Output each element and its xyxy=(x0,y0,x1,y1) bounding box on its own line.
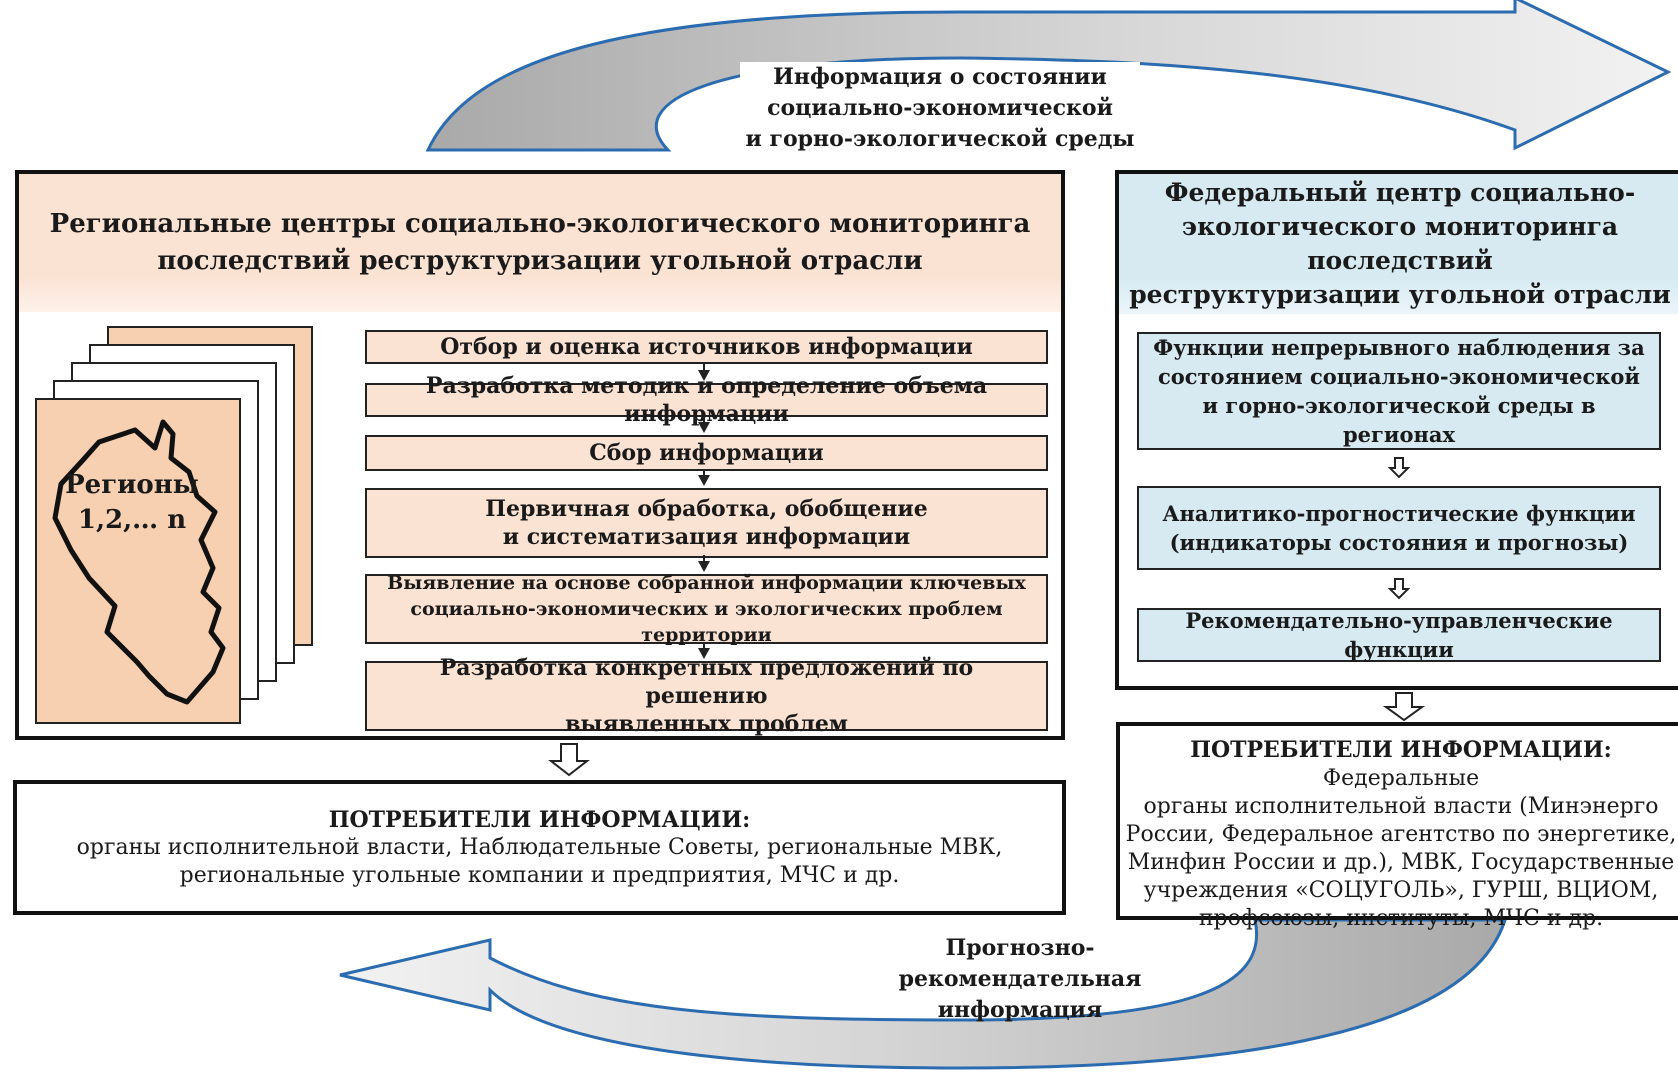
step-arrow-3 xyxy=(698,469,710,486)
regional-centers-title: Региональные центры социально-экологичес… xyxy=(50,206,1031,280)
step-4-text: Первичная обработка, обобщение и система… xyxy=(485,495,927,551)
federal-consumers-line-2: России, Федеральное агентство по энергет… xyxy=(1125,822,1677,847)
region-page-front: Регионы 1,2,… n xyxy=(35,398,241,724)
region-map-outline-icon xyxy=(52,419,226,705)
step-collection: Сбор информации xyxy=(365,435,1048,471)
federal-to-consumers-arrow xyxy=(1383,692,1425,722)
step-problem-identification: Выявление на основе собранной информации… xyxy=(365,572,1048,646)
federal-arrow-1 xyxy=(1388,457,1410,479)
federal-function-1-line-2: состоянием социально-экономической xyxy=(1157,364,1641,389)
top-arrow-label-line-3: и горно-экологической среды xyxy=(745,126,1135,152)
federal-title-line-1: Федеральный центр социально- xyxy=(1164,178,1636,207)
federal-function-2-line-2: (индикаторы состояния и прогнозы) xyxy=(1169,530,1629,555)
top-arrow-label-line-2: социально-экономической xyxy=(767,95,1113,121)
step-4-line-1: Первичная обработка, обобщение xyxy=(485,496,928,522)
bottom-arrow-label-line-2: информация xyxy=(937,997,1103,1023)
step-proposals: Разработка конкретных предложений по реш… xyxy=(365,655,1048,737)
federal-title-line-2: экологического мониторинга последствий xyxy=(1181,212,1619,275)
step-5-line-2: социально-экономических и экологических … xyxy=(410,598,1003,646)
bottom-arrow-label-line-1: Прогнозно-рекомендательная xyxy=(898,935,1142,992)
regional-title-line-1: Региональные центры социально-экологичес… xyxy=(49,209,1031,239)
top-arrow-label: Информация о состоянии социально-экономи… xyxy=(740,62,1140,155)
federal-title-line-3: реструктуризации угольной отрасли xyxy=(1129,280,1671,309)
federal-function-1-line-1: Функции непрерывного наблюдения за xyxy=(1153,335,1645,360)
federal-consumers-first-line: ПОТРЕБИТЕЛИ ИНФОРМАЦИИ: Федеральные xyxy=(1120,736,1678,793)
federal-consumers-title: ПОТРЕБИТЕЛИ ИНФОРМАЦИИ: xyxy=(1190,737,1612,763)
federal-center-block: Федеральный центр социально- экологическ… xyxy=(1115,170,1678,690)
top-arrow-label-line-1: Информация о состоянии xyxy=(773,64,1107,90)
federal-consumers-line-1: органы исполнительной власти (Минэнерго xyxy=(1143,794,1659,819)
step-arrow-1 xyxy=(698,364,710,381)
step-6-line-1: Разработка конкретных предложений по реш… xyxy=(439,655,974,709)
regions-label-line-1: Регионы xyxy=(65,470,199,500)
regional-consumers-box: ПОТРЕБИТЕЛИ ИНФОРМАЦИИ: органы исполните… xyxy=(13,780,1066,915)
step-4-line-2: и систематизация информации xyxy=(502,524,911,550)
step-methodology: Разработка методик и определение объема … xyxy=(365,373,1048,427)
federal-center-title: Федеральный центр социально- экологическ… xyxy=(1129,176,1671,312)
regional-centers-block: Региональные центры социально-экологичес… xyxy=(15,170,1065,740)
federal-consumers-line-0: Федеральные xyxy=(1322,766,1480,791)
step-arrow-4 xyxy=(698,555,710,572)
federal-arrow-2 xyxy=(1388,578,1410,600)
regional-title-line-2: последствий реструктуризации угольной от… xyxy=(157,246,923,276)
regions-label: Регионы 1,2,… n xyxy=(57,468,207,538)
regional-to-consumers-arrow xyxy=(548,743,590,777)
step-arrow-5 xyxy=(698,642,710,659)
federal-function-2-text: Аналитико-прогностические функции (индик… xyxy=(1162,499,1635,557)
bottom-curved-arrow xyxy=(339,918,1508,1070)
federal-consumers-line-4: учреждения «СОЦУГОЛЬ», ГУРШ, ВЦИОМ, xyxy=(1143,878,1659,903)
federal-function-3-text: Рекомендательно-управленческие функции xyxy=(1185,608,1613,662)
regional-centers-header: Региональные центры социально-экологичес… xyxy=(19,174,1061,312)
step-source-selection: Отбор и оценка источников информации xyxy=(365,330,1048,364)
federal-consumers-line-3: Минфин России и др.), МВК, Государственн… xyxy=(1127,850,1675,875)
step-6-text: Разработка конкретных предложений по реш… xyxy=(375,654,1038,738)
step-5-text: Выявление на основе собранной информации… xyxy=(375,570,1038,648)
federal-analytic-functions: Аналитико-прогностические функции (индик… xyxy=(1137,486,1661,570)
step-3-text: Сбор информации xyxy=(589,440,824,466)
regions-label-line-2: 1,2,… n xyxy=(77,505,187,535)
federal-recommendation-functions: Рекомендательно-управленческие функции xyxy=(1137,608,1661,662)
step-6-line-2: выявленных проблем xyxy=(565,711,848,737)
regional-consumers-line-2: региональные угольные компании и предпри… xyxy=(179,863,900,888)
bottom-arrow-label: Прогнозно-рекомендательная информация xyxy=(830,933,1210,1026)
federal-center-header: Федеральный центр социально- экологическ… xyxy=(1119,174,1678,314)
federal-function-1-text: Функции непрерывного наблюдения за состо… xyxy=(1147,333,1651,449)
step-processing: Первичная обработка, обобщение и система… xyxy=(365,488,1048,558)
step-1-text: Отбор и оценка источников информации xyxy=(440,334,973,360)
federal-function-1-line-3: и горно-экологической среды в регионах xyxy=(1202,393,1596,447)
top-curved-arrow xyxy=(425,0,1672,152)
federal-consumers-line-5: профсоюзы, институты, МЧС и др. xyxy=(1198,906,1604,931)
step-5-line-1: Выявление на основе собранной информации… xyxy=(387,572,1026,594)
federal-consumers-box: ПОТРЕБИТЕЛИ ИНФОРМАЦИИ: Федеральные орга… xyxy=(1116,722,1678,931)
regional-consumers-title: ПОТРЕБИТЕЛИ ИНФОРМАЦИИ: xyxy=(328,807,751,833)
federal-monitoring-functions: Функции непрерывного наблюдения за состо… xyxy=(1137,332,1661,450)
step-2-text: Разработка методик и определение объема … xyxy=(425,373,988,427)
federal-function-2-line-1: Аналитико-прогностические функции xyxy=(1162,501,1636,526)
regional-consumers-line-1: органы исполнительной власти, Наблюдател… xyxy=(76,835,1003,860)
step-arrow-2 xyxy=(698,416,710,433)
